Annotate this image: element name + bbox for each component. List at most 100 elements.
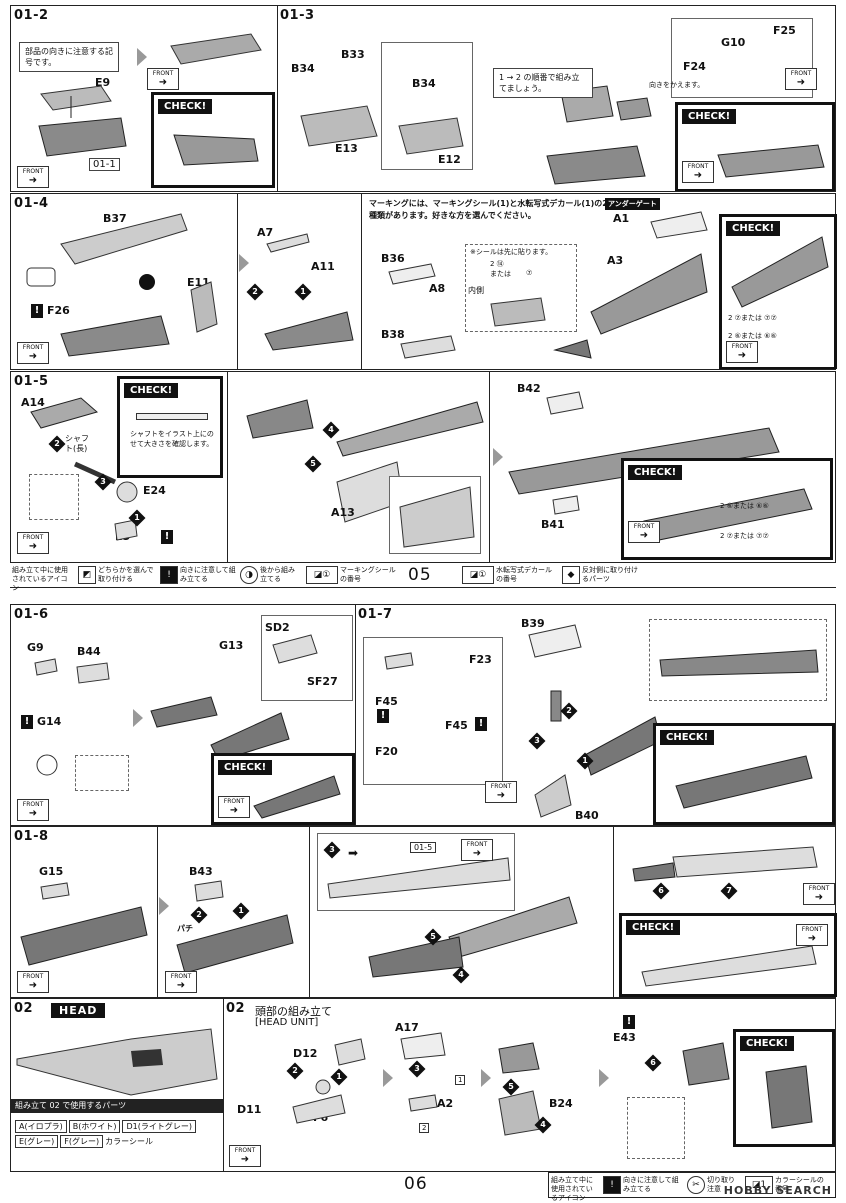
page-05: 01-2 部品の向きに注意する記号です。 E9 01-1 FRONT➜ FRON… [0,0,846,592]
parts-list-item: E(グレー) [15,1135,59,1148]
check-box: CHECK! 2 ⑥または ⑥⑥ 2 ⑦または ⑦⑦ FRONT➜ [621,458,833,560]
legend-title: 組み立て中に使用されているアイコン [551,1176,593,1202]
press-label: パチ [177,924,193,933]
caution-icon: ! [160,566,178,584]
order-number: 1 [330,1068,348,1086]
arrow-right-icon: ➡ [348,846,359,860]
check-box: CHECK! [653,723,835,825]
icon-legend: 組み立て中に使用されているアイコン ! 向きに注意して組み立てる ✂ 切り取り注… [548,1172,836,1202]
order-number: 1 [128,509,146,527]
part-label: F24 [683,60,706,73]
later-icon: ◑ [240,566,258,584]
order-number: 4 [452,966,470,984]
order-number: 6 [644,1054,662,1072]
part-label: A7 [257,226,274,239]
part-illustration [388,211,708,359]
part-label: E12 [438,153,461,166]
front-indicator: FRONT➜ [17,342,49,364]
ref-step-label: 01-5 [410,842,437,853]
parts-list-item: カラーシール [105,1137,153,1146]
parts-list-item: F(グレー) [60,1135,104,1148]
front-indicator: FRONT➜ [796,924,828,946]
order-number: 4 [534,1116,552,1134]
part-illustration [632,846,818,882]
choice-icon: ◩ [78,566,96,584]
under-gate-label: アンダーゲート [605,198,660,210]
next-step-arrow [481,1069,491,1087]
order-number: 3 [94,473,112,491]
sticker-box: ※シールは先に貼ります。 2 ⑭ または ⑦ 内側 [465,244,577,332]
part-label: B43 [189,865,213,878]
part-label: B34 [291,62,315,75]
subassembly-box [363,637,503,785]
head-tag: HEAD [51,1003,106,1018]
check-label: CHECK! [626,920,681,935]
legend-item: 向きに注意して組み立てる [180,566,236,583]
section-01-5-a: 01-5 A14 シャフト(長) E24 E5 ! CHECK! シャフトをイラ… [11,372,228,562]
check-box: CHECK! [733,1029,835,1147]
part-label: SD2 [265,621,290,634]
part-label: A17 [395,1021,419,1034]
sticker-code: 2 [419,1123,430,1133]
part-label: A3 [607,254,624,267]
check-code: 2 ⑦または ⑦⑦ [720,532,769,540]
page-number: 05 [408,565,432,585]
part-label: B42 [517,382,541,395]
order-number: 2 [560,702,578,720]
part-illustration [26,213,218,357]
part-label: A11 [311,260,335,273]
sticker-code: 2 ⑭ [490,260,504,268]
watermark: HOBBY SEARCH [723,1184,832,1197]
part-illustration [246,399,484,523]
part-label: B40 [575,809,599,822]
sticker-code: 1 [455,1075,466,1085]
section-01-7: 01-7 B39 F23 F45 ! F45 ! F20 B40 3 2 1 F… [355,605,837,825]
step-number: 02 [14,1001,34,1016]
check-code: 2 ⑥または ⑥⑥ [720,502,769,510]
head-overview-illustration [16,1028,218,1096]
check-note: シャフトをイラスト上にのせて大きさを確認します。 [130,430,214,448]
part-label: E9 [95,76,111,89]
part-illustration [300,85,652,185]
front-indicator: FRONT➜ [229,1145,261,1167]
step-number: 01-5 [14,374,49,389]
step-number: 01-6 [14,607,49,622]
front-indicator: FRONT➜ [726,341,758,363]
part-illustration [34,634,318,776]
subassembly-box [671,18,813,98]
parts-list-item: A(イロプラ) [15,1120,67,1133]
part-illustration [176,880,294,974]
next-step-arrow [493,448,503,466]
order-number: 3 [408,1060,426,1078]
step-number: 01-3 [280,8,315,23]
order-number: 1 [576,752,594,770]
front-indicator: FRONT➜ [803,883,835,905]
check-label: CHECK! [660,730,715,745]
step-number: 01-4 [14,196,49,211]
part-illustration [264,233,354,351]
legend-item: 後から組み立てる [260,566,295,583]
page-number: 06 [404,1174,428,1194]
part-label: B37 [103,212,127,225]
part-label: B36 [381,252,405,265]
detail-box [29,474,79,520]
subassembly-box: 3 ➡ 01-5 [317,833,515,911]
icon-legend: 組み立て中に使用されているアイコン ◩ どちらかを選んで取り付ける ! 向きに注… [10,562,836,592]
order-number: 4 [322,421,340,439]
part-label: G14 [37,715,62,728]
part-label: G9 [27,641,44,654]
row-01-8: 01-8 G15 FRONT➜ B43 1 2 パチ FRONT➜ 3 ➡ [10,826,837,998]
row-01-6-01-7: 01-6 G9 B44 ! G14 G13 SD2 SF27 CHECK! [10,604,836,826]
section-01-3: 01-3 B34 B33 E13 B34 E12 1 → 2 の順番で組み立てま… [277,6,837,191]
check-box: CHECK! シャフトをイラスト上にのせて大きさを確認します。 [117,376,223,478]
section-01-2: 01-2 部品の向きに注意する記号です。 E9 01-1 FRONT➜ FRON… [11,6,278,191]
step-number: 01-7 [358,607,393,622]
part-label: D12 [293,1047,318,1060]
caution-icon: ! [603,1176,621,1194]
order-number: 5 [424,928,442,946]
row-01-2-01-3: 01-2 部品の向きに注意する記号です。 E9 01-1 FRONT➜ FRON… [10,5,836,192]
legend-item: 向きに注意して組み立てる [623,1176,679,1193]
part-label: E13 [335,142,358,155]
front-indicator: FRONT➜ [218,796,250,818]
section-01-8-d: 6 7 FRONT➜ CHECK! FRONT➜ [613,827,837,997]
